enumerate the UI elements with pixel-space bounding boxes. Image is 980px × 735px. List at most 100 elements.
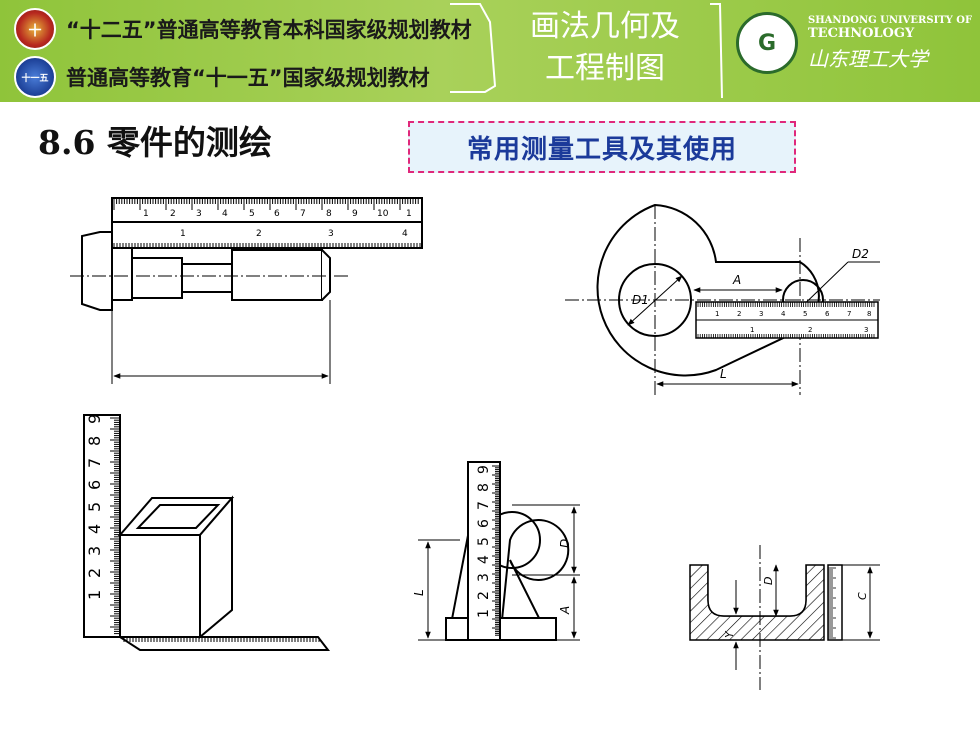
channel-inner: [707, 565, 807, 617]
caliper-bottom-label: 4: [402, 229, 408, 239]
subtitle-box: 常用测量工具及其使用: [408, 121, 796, 173]
caliper-top-label: 8: [326, 209, 332, 219]
a-label: A: [732, 273, 741, 287]
ruler-digit: 5: [85, 502, 104, 512]
caliper-top-label: 10: [377, 209, 389, 219]
ring-caliper-ticks: [697, 302, 875, 338]
ring-scale-label: 1: [715, 310, 719, 318]
caliper-bottom-label: 2: [256, 229, 262, 239]
d1-dimension: [627, 275, 683, 326]
square-ruler-figure: 1 2 3 4 5 6 7 8 9: [83, 414, 331, 651]
ruler-digit: 2: [476, 591, 492, 600]
ruler-digit: 6: [476, 519, 492, 528]
series-row-1: 十 “十二五”普通高等教育本科国家级规划教材: [14, 8, 472, 50]
textbook-emblem-icon: 十: [14, 8, 56, 50]
shaft-step-2: [131, 257, 183, 299]
ring-scale-label: 8: [867, 310, 871, 318]
bracket-ruler-ticks: [492, 465, 500, 636]
ruler-digit: 5: [476, 537, 492, 546]
shaft-step-3: [231, 249, 323, 301]
ruler-digit: 9: [85, 414, 104, 424]
ruler-digit: 8: [476, 483, 492, 492]
vertical-ruler-ticks: [110, 417, 120, 635]
ring-link-figure: D1 D2 A 1 2 3 4 5 6 7 8 1 2 3 L: [565, 203, 880, 398]
vertical-ruler-digits: 1 2 3 4 5 6 7 8 9: [85, 414, 104, 600]
university-en-line-1: SHANDONG UNIVERSITY OF: [808, 14, 973, 26]
ruler-digit: 7: [85, 458, 104, 468]
l-label-bracket: L: [412, 589, 426, 596]
shaft-step-1: [111, 247, 133, 301]
caliper-top-label: 9: [352, 209, 358, 219]
ruler-digit: 4: [85, 524, 104, 534]
shaft-head: [81, 231, 113, 311]
d-label-channel: D: [762, 577, 775, 585]
subtitle-text: 常用测量工具及其使用: [466, 134, 737, 165]
caliper-bottom-label: 1: [180, 229, 186, 239]
course-title: 画法几何及 工程制图: [510, 6, 700, 90]
ruler-digit: 1: [85, 590, 104, 600]
bracket-ruler-digits: 1 2 3 4 5 6 7 8 9: [476, 465, 492, 618]
d-label-bracket: D: [558, 539, 572, 548]
ruler-digit: 3: [476, 573, 492, 582]
university-logo-letter: G: [757, 30, 777, 56]
caliper-top-label: 3: [196, 209, 202, 219]
a-label-bracket: A: [558, 606, 572, 615]
ruler-digit: 6: [85, 480, 104, 490]
ring-scale-label: 7: [847, 310, 851, 318]
caliper-top-label: 4: [222, 209, 228, 219]
eleventh-five-year-emblem-icon: 十一五: [14, 56, 56, 98]
caliper-top-label: 5: [249, 209, 255, 219]
l-label: L: [720, 367, 727, 381]
series-title-2: 普通高等教育“十一五”国家级规划教材: [66, 66, 430, 90]
d1-label: D1: [632, 293, 649, 307]
ring-scale-label: 5: [803, 310, 807, 318]
block-front: [119, 534, 201, 638]
caliper-top-label: 7: [300, 209, 306, 219]
university-name: SHANDONG UNIVERSITY OF TECHNOLOGY 山东理工大学: [808, 15, 972, 72]
course-title-line-2: 工程制图: [545, 51, 665, 86]
d2-label: D2: [852, 247, 869, 261]
ring-scale-label: 3: [759, 310, 763, 318]
ruler-digit: 4: [476, 555, 492, 564]
caliper-top-label: 2: [170, 209, 176, 219]
university-logo-icon: G: [736, 12, 798, 74]
ruler-digit: 8: [85, 436, 104, 446]
bracket-right-body: [498, 519, 570, 641]
course-title-line-1: 画法几何及: [530, 9, 680, 44]
section-title: 8.6 零件的测绘: [38, 123, 272, 162]
block-hole: [135, 504, 221, 529]
university-block: G SHANDONG UNIVERSITY OF TECHNOLOGY 山东理工…: [736, 12, 972, 74]
caliper-shaft-figure: 1 2 3 4 5 6 7 8 9 10 1 1 2 3 4: [70, 197, 423, 384]
header-divider-lines: [450, 3, 723, 99]
ring-scale-label: 2: [737, 310, 741, 318]
caliper-top-label: 1: [406, 209, 412, 219]
caliper-bottom-label: 3: [328, 229, 334, 239]
ring-scale-label-b: 2: [808, 326, 812, 334]
y-label: Y: [723, 630, 736, 638]
emblem-text-2: 十一五: [21, 73, 49, 84]
series-title-1: “十二五”普通高等教育本科国家级规划教材: [66, 18, 472, 42]
block-side: [199, 495, 233, 640]
ring-scale-label-b: 1: [750, 326, 754, 334]
emblem-text: 十: [28, 23, 42, 39]
ring-scale-label: 4: [781, 310, 786, 318]
channel-section-figure: Y D C: [689, 545, 880, 690]
ring-scale-label-b: 3: [864, 326, 868, 334]
ruler-digit: 3: [85, 546, 104, 556]
ruler-digit: 7: [476, 501, 492, 510]
depth-ruler-ticks: [828, 567, 836, 639]
horizontal-ruler-ticks: [123, 637, 320, 642]
caliper-top-label: 6: [274, 209, 280, 219]
shaft-chamfer: [321, 249, 331, 301]
ring-scale-label: 6: [825, 310, 830, 318]
header-banner: [0, 0, 980, 102]
ruler-digit: 2: [85, 568, 104, 578]
caliper-ticks: [113, 198, 421, 248]
c-label: C: [856, 592, 869, 600]
caliper-top-label: 1: [143, 209, 149, 219]
ruler-digit: 1: [476, 609, 492, 618]
university-en-line-2: TECHNOLOGY: [808, 25, 915, 41]
ruler-digit: 9: [476, 465, 492, 474]
series-row-2: 十一五 普通高等教育“十一五”国家级规划教材: [14, 56, 430, 98]
bracket-figure: 1 2 3 4 5 6 7 8 9 D A L: [412, 461, 580, 641]
